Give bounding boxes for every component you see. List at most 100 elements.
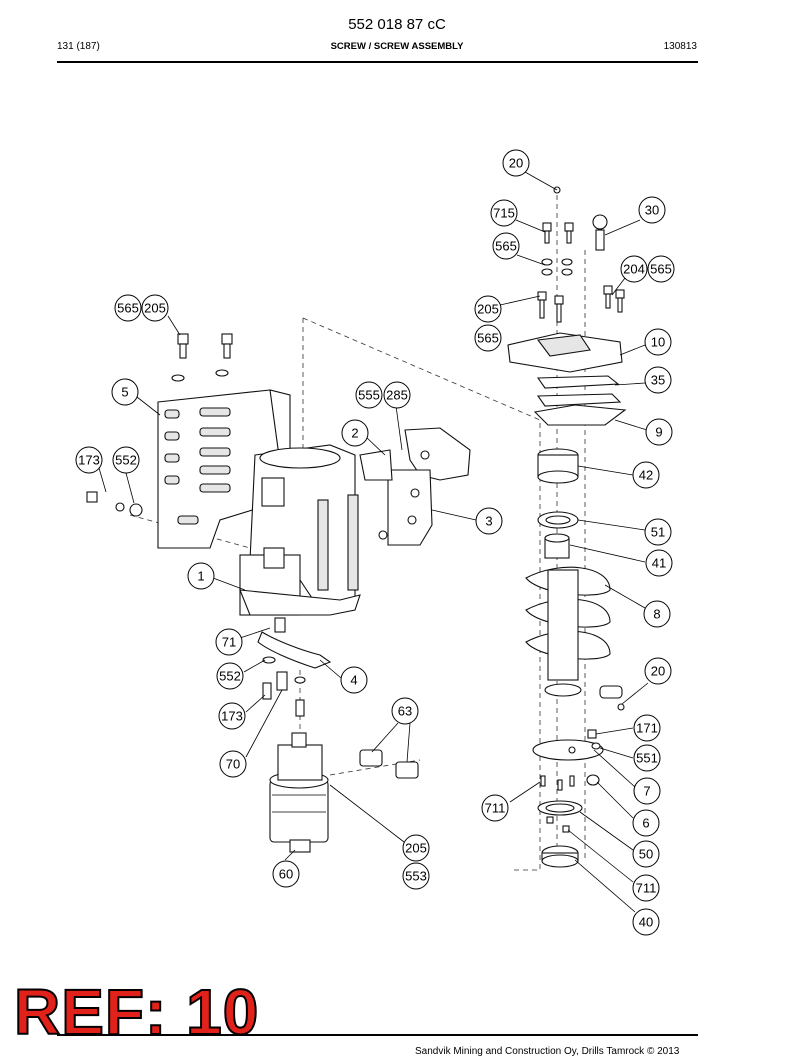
- callout-8: 8: [643, 600, 671, 628]
- bracket-parts-2-3: [359, 427, 471, 546]
- callout-205: 205: [474, 295, 502, 323]
- svg-text:205: 205: [405, 841, 427, 856]
- svg-text:565: 565: [650, 262, 672, 277]
- svg-text:205: 205: [144, 301, 166, 316]
- svg-text:7: 7: [643, 784, 650, 799]
- callout-204: 204: [620, 255, 648, 283]
- svg-text:173: 173: [78, 453, 100, 468]
- svg-text:711: 711: [636, 881, 657, 896]
- motor-part-60: [269, 732, 329, 853]
- callout-labels: 20 715 30 565 204 565 565 205 205 565 10…: [75, 149, 675, 936]
- plate-bolts: [171, 333, 233, 382]
- callout-711: 711: [481, 794, 509, 822]
- callout-173: 173: [218, 702, 246, 730]
- svg-text:552: 552: [219, 669, 241, 684]
- svg-text:565: 565: [477, 331, 499, 346]
- footer-copyright: Sandvik Mining and Construction Oy, Dril…: [415, 1046, 680, 1057]
- svg-text:20: 20: [509, 156, 523, 171]
- svg-text:1: 1: [197, 569, 204, 584]
- callout-715: 715: [490, 199, 518, 227]
- callout-565: 565: [647, 255, 675, 283]
- callout-3: 3: [475, 507, 503, 535]
- svg-text:50: 50: [639, 847, 653, 862]
- svg-text:10: 10: [651, 335, 665, 350]
- callout-565: 565: [114, 294, 142, 322]
- callout-552: 552: [112, 446, 140, 474]
- callout-2: 2: [341, 419, 369, 447]
- callout-63: 63: [391, 697, 419, 725]
- svg-text:2: 2: [351, 426, 358, 441]
- callout-4: 4: [340, 666, 368, 694]
- callout-565: 565: [492, 232, 520, 260]
- callout-173: 173: [75, 446, 103, 474]
- svg-text:565: 565: [495, 239, 517, 254]
- svg-text:5: 5: [121, 385, 128, 400]
- svg-text:30: 30: [645, 203, 659, 218]
- auger-column: [507, 186, 627, 868]
- svg-text:51: 51: [651, 525, 665, 540]
- footer-rule: [57, 1034, 698, 1036]
- callout-552: 552: [216, 662, 244, 690]
- callout-205: 205: [141, 294, 169, 322]
- svg-text:6: 6: [642, 816, 649, 831]
- svg-text:40: 40: [639, 915, 653, 930]
- svg-text:70: 70: [226, 757, 240, 772]
- svg-text:715: 715: [493, 206, 515, 221]
- callout-41: 41: [645, 549, 673, 577]
- svg-text:42: 42: [639, 468, 653, 483]
- hose-fittings-63: [359, 749, 419, 779]
- svg-text:551: 551: [636, 751, 658, 766]
- svg-text:173: 173: [221, 709, 243, 724]
- callout-1: 1: [187, 562, 215, 590]
- callout-555: 555: [355, 381, 383, 409]
- svg-text:204: 204: [623, 262, 645, 277]
- svg-text:555: 555: [358, 388, 380, 403]
- header-rule: [57, 61, 698, 63]
- callout-35: 35: [644, 366, 672, 394]
- date-code: 130813: [663, 41, 697, 52]
- callout-20: 20: [644, 657, 672, 685]
- svg-text:63: 63: [398, 704, 412, 719]
- lever-part-4: [257, 617, 332, 669]
- frame-part-1: [239, 444, 361, 616]
- svg-text:171: 171: [636, 721, 658, 736]
- callout-60: 60: [272, 860, 300, 888]
- callout-71: 71: [215, 628, 243, 656]
- callout-42: 42: [632, 461, 660, 489]
- svg-text:3: 3: [485, 514, 492, 529]
- svg-text:71: 71: [222, 635, 236, 650]
- left-fittings: [86, 491, 306, 717]
- callout-205: 205: [402, 834, 430, 862]
- page-title: SCREW / SCREW ASSEMBLY: [330, 41, 464, 52]
- callout-551: 551: [633, 744, 661, 772]
- callout-70: 70: [219, 750, 247, 778]
- callout-565: 565: [474, 324, 502, 352]
- svg-text:41: 41: [652, 556, 666, 571]
- callout-9: 9: [645, 418, 673, 446]
- leader-lines: [98, 171, 649, 913]
- callout-5: 5: [111, 378, 139, 406]
- svg-text:8: 8: [653, 607, 660, 622]
- svg-text:60: 60: [279, 867, 293, 882]
- callout-171: 171: [633, 714, 661, 742]
- svg-text:20: 20: [651, 664, 665, 679]
- callout-51: 51: [644, 518, 672, 546]
- svg-text:285: 285: [386, 388, 408, 403]
- callout-50: 50: [632, 840, 660, 868]
- callout-40: 40: [632, 908, 660, 936]
- callout-553: 553: [402, 862, 430, 890]
- callout-6: 6: [632, 809, 660, 837]
- callout-285: 285: [383, 381, 411, 409]
- callout-711: 711: [632, 874, 660, 902]
- callout-7: 7: [633, 777, 661, 805]
- document-number: 552 018 87 cC: [348, 16, 446, 33]
- svg-text:9: 9: [655, 425, 662, 440]
- callout-30: 30: [638, 196, 666, 224]
- svg-text:552: 552: [115, 453, 137, 468]
- callout-20: 20: [502, 149, 530, 177]
- callout-10: 10: [644, 328, 672, 356]
- svg-text:35: 35: [651, 373, 665, 388]
- page-number: 131 (187): [57, 41, 100, 52]
- svg-text:553: 553: [405, 869, 427, 884]
